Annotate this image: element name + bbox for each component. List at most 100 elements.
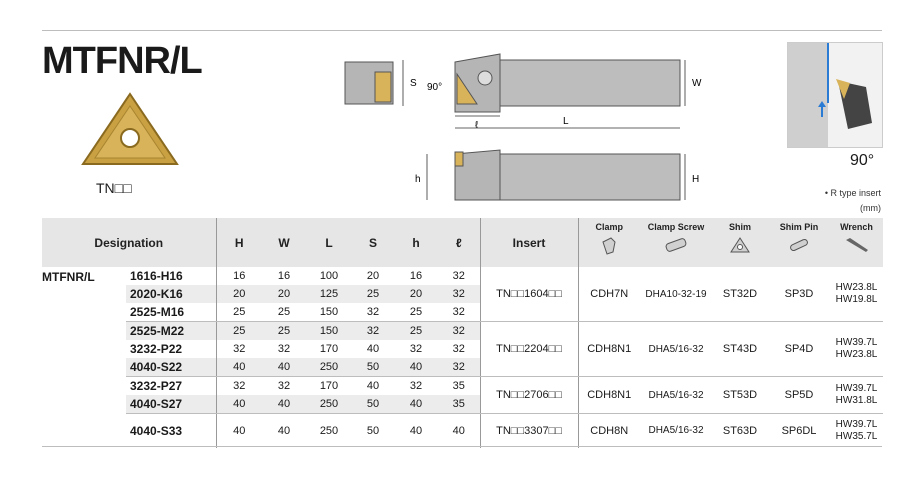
angle-label: 90° xyxy=(850,152,875,169)
clamp-screw-cell: DHA10-32-19 xyxy=(640,267,712,322)
table-row: 3232-P27 32 32 170 40 32 35 TN□□2706□□ C… xyxy=(42,376,883,414)
wrench-2: HW19.8L xyxy=(835,294,878,305)
h-cell: 16 xyxy=(409,270,423,282)
clamp-screw-cell: DHA5/16-32 xyxy=(640,321,712,377)
designation-cell: 3232-P27 xyxy=(130,379,183,393)
shim-cell: ST53D xyxy=(712,376,768,414)
shim-pin-cell: SP5D xyxy=(768,376,830,414)
S-cell: 20 xyxy=(366,270,380,282)
clamp-cell: CDH8N1 xyxy=(577,376,640,414)
header-W: W xyxy=(262,218,306,267)
S-cell: 25 xyxy=(352,285,394,303)
spec-table: Designation H W L S h ℓ Insert Clamp Cla… xyxy=(42,218,883,448)
h-cell: 40 xyxy=(394,358,438,377)
header-shim: Shim xyxy=(712,218,768,267)
wrench-icon xyxy=(845,238,868,252)
designation-cell: 3232-P22 xyxy=(130,342,183,356)
table-row: 3232-P22 32 32 170 40 32 32 xyxy=(42,340,883,358)
W-cell: 32 xyxy=(277,343,291,355)
h-cell: 32 xyxy=(409,380,423,392)
header-designation: Designation xyxy=(42,218,216,267)
wrench-2: HW31.8L xyxy=(835,395,878,406)
dim-l-big-label: L xyxy=(563,116,569,127)
W-cell: 40 xyxy=(277,424,291,437)
l-cell: 32 xyxy=(438,321,480,340)
l-cell: 32 xyxy=(452,343,465,355)
L-cell: 125 xyxy=(306,285,352,303)
H-cell: 40 xyxy=(215,395,262,414)
insert-cell: TN□□3307□□ xyxy=(479,413,578,448)
l-cell: 35 xyxy=(452,380,465,392)
clamp-screw-cell: DHA5/16-32 xyxy=(640,376,712,414)
clamp-screw-header-label: Clamp Screw xyxy=(647,222,705,232)
S-cell: 50 xyxy=(366,424,380,437)
designation-cell: 4040-S27 xyxy=(126,395,216,414)
shim-header-label: Shim xyxy=(728,222,751,232)
L-cell: 100 xyxy=(319,270,339,282)
header-clamp: Clamp xyxy=(577,218,640,267)
l-cell: 32 xyxy=(438,303,480,322)
shim-pin-icon xyxy=(790,238,808,252)
l-cell: 32 xyxy=(452,270,465,282)
L-cell: 250 xyxy=(306,358,352,377)
S-cell: 50 xyxy=(352,395,394,414)
h-cell: 25 xyxy=(394,303,438,322)
bottom-rule xyxy=(42,446,882,447)
family-cell: MTFNR/L xyxy=(42,270,95,284)
table-row: MTFNR/L 1616-H16 16 16 100 20 16 32 TN□□… xyxy=(42,267,883,322)
W-cell: 40 xyxy=(262,358,306,377)
dim-h-big-label: H xyxy=(692,174,699,185)
H-cell: 32 xyxy=(215,340,262,358)
H-cell: 25 xyxy=(215,303,262,322)
W-cell: 32 xyxy=(277,380,291,392)
W-cell: 25 xyxy=(262,303,306,322)
clamp-cell: CDH8N xyxy=(577,413,640,448)
insert-code-label: TN□□ xyxy=(96,180,132,196)
header-L: L xyxy=(306,218,352,267)
wrench-1: HW39.7L xyxy=(835,337,878,348)
L-cell: 250 xyxy=(319,424,339,437)
wrench-1: HW23.8L xyxy=(835,282,878,293)
shim-cell: ST63D xyxy=(722,424,758,437)
designation-cell: 2525-M16 xyxy=(126,303,216,322)
shim-cell: ST32D xyxy=(712,267,768,322)
wrench-header-label: Wrench xyxy=(840,222,873,232)
designation-cell: 2525-M22 xyxy=(126,321,216,340)
header-h: h xyxy=(394,218,438,267)
insert-cell: TN□□2204□□ xyxy=(479,321,578,377)
application-photo xyxy=(787,42,883,148)
insert-cell: TN□□2706□□ xyxy=(479,376,578,414)
W-cell: 25 xyxy=(262,321,306,340)
shim-cell: ST43D xyxy=(712,321,768,377)
L-cell: 150 xyxy=(306,321,352,340)
table-row: 2020-K16 20 20 125 25 20 32 xyxy=(42,285,883,303)
L-cell: 170 xyxy=(319,380,339,392)
clamp-cell: CDH8N1 xyxy=(577,321,640,377)
H-cell: 32 xyxy=(215,376,262,395)
table-row: 4040-S22 40 40 250 50 40 32 xyxy=(42,358,883,377)
dim-angle-label: 90° xyxy=(427,82,442,93)
shim-pin-cell: SP6DL xyxy=(781,424,817,437)
wrench-1: HW39.7L xyxy=(835,418,878,430)
H-cell: 40 xyxy=(215,413,262,448)
l-cell: 32 xyxy=(438,358,480,377)
table-row: 4040-S33 40 40 250 50 40 40 TN□□3307□□ C… xyxy=(42,413,883,448)
header-H: H xyxy=(215,218,262,267)
W-cell: 20 xyxy=(262,285,306,303)
dim-l-small-label: ℓ xyxy=(475,120,479,131)
h-cell: 32 xyxy=(409,343,423,355)
header-clamp-screw: Clamp Screw xyxy=(640,218,712,267)
h-cell: 20 xyxy=(394,285,438,303)
shim-pin-header-label: Shim Pin xyxy=(779,222,819,232)
clamp-screw-icon xyxy=(665,238,687,252)
S-cell: 32 xyxy=(352,303,394,322)
S-cell: 40 xyxy=(366,380,380,392)
dim-h-small-label: h xyxy=(415,174,421,185)
tool-drawing: S 90° W ℓ L h H xyxy=(344,53,702,201)
designation-cell: 2020-K16 xyxy=(126,285,216,303)
table-row: 2525-M22 25 25 150 32 25 32 TN□□2204□□ C… xyxy=(42,321,883,377)
table-row: 4040-S27 40 40 250 50 40 35 xyxy=(42,395,883,414)
